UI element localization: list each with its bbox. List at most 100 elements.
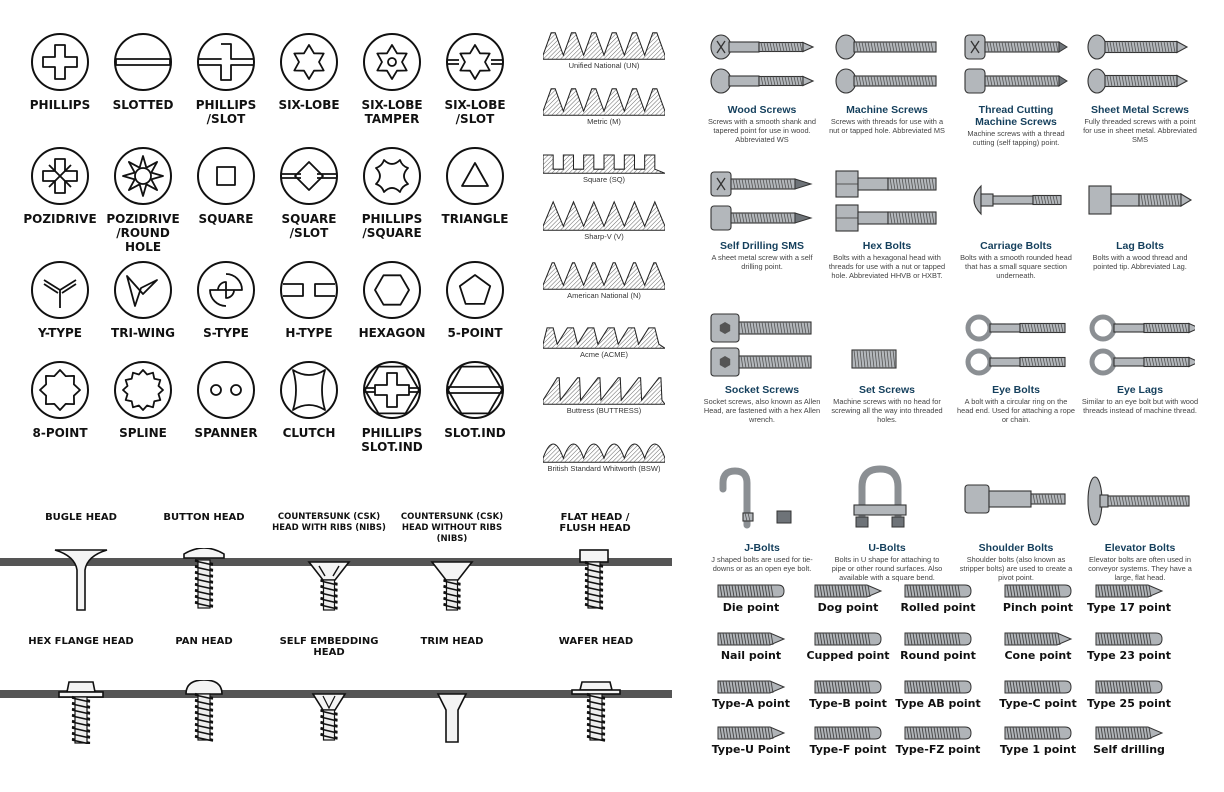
fastener-icon bbox=[1088, 185, 1193, 215]
head-type-label: FLAT HEAD / FLUSH HEAD bbox=[559, 512, 631, 534]
thread-profile-label: British Standard Whitworth (BSW) bbox=[547, 464, 661, 473]
thread-profile-label: Buttress (BUTTRESS) bbox=[566, 406, 642, 415]
thread-profile-icon bbox=[543, 200, 665, 231]
head-type-label: COUNTERSUNK (CSK) HEAD WITHOUT RIBS (NIB… bbox=[400, 512, 504, 544]
fastener-description: Elevator bolts are often used in conveyo… bbox=[1088, 555, 1192, 582]
screw-point-label: Type 17 point bbox=[1087, 601, 1171, 614]
screw-point-icon bbox=[814, 632, 882, 646]
drive-label: SPANNER bbox=[194, 426, 258, 440]
screw-point-icon bbox=[814, 680, 882, 694]
thread-profile: American National (N) bbox=[538, 258, 670, 300]
drive-item: 8-POINT bbox=[18, 358, 102, 440]
screw-point-item: Type-FZ point bbox=[890, 724, 986, 756]
screw-point-label: Round point bbox=[900, 649, 976, 662]
pozidrive-round-hole-drive-icon bbox=[114, 147, 172, 205]
thread-profile-icon bbox=[543, 88, 665, 116]
five-point-drive-icon bbox=[446, 261, 504, 319]
screw-point-item: Type 23 point bbox=[1081, 630, 1177, 662]
fastener-title: Eye Bolts bbox=[992, 384, 1040, 396]
drive-label: H-TYPE bbox=[285, 326, 333, 340]
fastener-icon bbox=[835, 170, 937, 232]
drive-label: PHILLIPS bbox=[29, 98, 91, 112]
slotted-drive-icon bbox=[114, 33, 172, 91]
thread-profile-icon bbox=[543, 327, 665, 349]
drive-item: SIX-LOBE bbox=[267, 30, 351, 112]
fastener-title: Machine Screws bbox=[846, 104, 928, 116]
screw-point-label: Type-FZ point bbox=[895, 743, 981, 756]
fastener-icon bbox=[1087, 34, 1189, 94]
drive-item: PHILLIPS SLOT.IND bbox=[350, 358, 434, 454]
phillips-slot-drive-icon bbox=[197, 33, 255, 91]
drive-label: PHILLIPS /SLOT bbox=[195, 98, 257, 126]
drive-item: SIX-LOBE TAMPER bbox=[350, 30, 434, 126]
screw-point-label: Pinch point bbox=[1002, 601, 1074, 614]
drive-item: HEXAGON bbox=[350, 258, 434, 340]
head-type-icon bbox=[307, 561, 351, 611]
fastener-title: Lag Bolts bbox=[1116, 240, 1164, 252]
thread-profile: Sharp-V (V) bbox=[538, 199, 670, 241]
drive-item: PHILLIPS /SLOT bbox=[184, 30, 268, 126]
thread-profile-label: Unified National (UN) bbox=[568, 61, 640, 70]
drive-item: SLOT.IND bbox=[433, 358, 517, 440]
drive-item: TRIANGLE bbox=[433, 144, 517, 226]
screw-point-icon bbox=[1004, 726, 1072, 740]
head-type-icon bbox=[54, 549, 108, 611]
thread-profile-icon bbox=[543, 377, 665, 405]
thread-profile: Buttress (BUTTRESS) bbox=[538, 373, 670, 415]
screw-point-item: Type-U Point bbox=[703, 724, 799, 756]
h-type-drive-icon bbox=[280, 261, 338, 319]
screw-point-icon bbox=[717, 680, 786, 694]
screw-point-icon bbox=[814, 726, 882, 740]
screw-point-item: Type-F point bbox=[800, 724, 896, 756]
drive-label: SQUARE bbox=[198, 212, 254, 226]
spline-drive-icon bbox=[114, 361, 172, 419]
y-type-drive-icon bbox=[31, 261, 89, 319]
thread-profile: Metric (M) bbox=[538, 84, 670, 126]
screw-point-item: Cupped point bbox=[800, 630, 896, 662]
thread-profile-label: Square (SQ) bbox=[582, 175, 626, 184]
fastener-description: Similar to an eye bolt but with wood thr… bbox=[1081, 397, 1199, 415]
fastener-title: Elevator Bolts bbox=[1104, 542, 1176, 554]
screw-point-icon bbox=[717, 584, 785, 598]
fastener-icon bbox=[835, 34, 937, 94]
head-type-label: COUNTERSUNK (CSK) HEAD WITH RIBS (NIBS) bbox=[272, 512, 386, 533]
screw-point-icon bbox=[1004, 584, 1072, 598]
fastener-title: Self Drilling SMS bbox=[719, 240, 804, 252]
screw-point-label: Type 23 point bbox=[1087, 649, 1171, 662]
screw-point-label: Type 25 point bbox=[1087, 697, 1171, 710]
screw-point-item: Pinch point bbox=[990, 582, 1086, 614]
fastener-icon bbox=[965, 314, 1066, 376]
screw-point-label: Type-B point bbox=[809, 697, 887, 710]
drive-label: SLOTTED bbox=[112, 98, 174, 112]
screw-point-item: Type-C point bbox=[990, 678, 1086, 710]
fastener-title: Hex Bolts bbox=[862, 240, 912, 252]
fastener-description: A sheet metal screw with a self drilling… bbox=[711, 253, 813, 271]
thread-profile: Acme (ACME) bbox=[538, 317, 670, 359]
screw-point-icon bbox=[717, 726, 786, 740]
drive-label: Y-TYPE bbox=[37, 326, 82, 340]
head-type-icon bbox=[311, 693, 347, 741]
screw-point-item: Nail point bbox=[703, 630, 799, 662]
thread-profile-icon bbox=[543, 262, 665, 290]
drive-item: CLUTCH bbox=[267, 358, 351, 440]
fastener-description: Fully threaded screws with a point for u… bbox=[1083, 117, 1197, 144]
fastener-title: Carriage Bolts bbox=[980, 240, 1052, 252]
fastener-description: Shoulder bolts (also known as stripper b… bbox=[959, 555, 1073, 582]
fastener-title: Shoulder Bolts bbox=[978, 542, 1054, 554]
drive-item: SLOTTED bbox=[101, 30, 185, 112]
six-lobe-drive-icon bbox=[280, 33, 338, 91]
drive-item: POZIDRIVE bbox=[18, 144, 102, 226]
head-type-label: SELF EMBEDDING HEAD bbox=[279, 636, 379, 658]
drive-label: SIX-LOBE /SLOT bbox=[444, 98, 506, 126]
drive-label: PHILLIPS SLOT.IND bbox=[361, 426, 423, 454]
screw-point-label: Type-U Point bbox=[711, 743, 791, 756]
screw-point-label: Dog point bbox=[817, 601, 879, 614]
screw-point-item: Rolled point bbox=[890, 582, 986, 614]
fastener-description: Bolts with a hexagonal head with threads… bbox=[828, 253, 946, 280]
